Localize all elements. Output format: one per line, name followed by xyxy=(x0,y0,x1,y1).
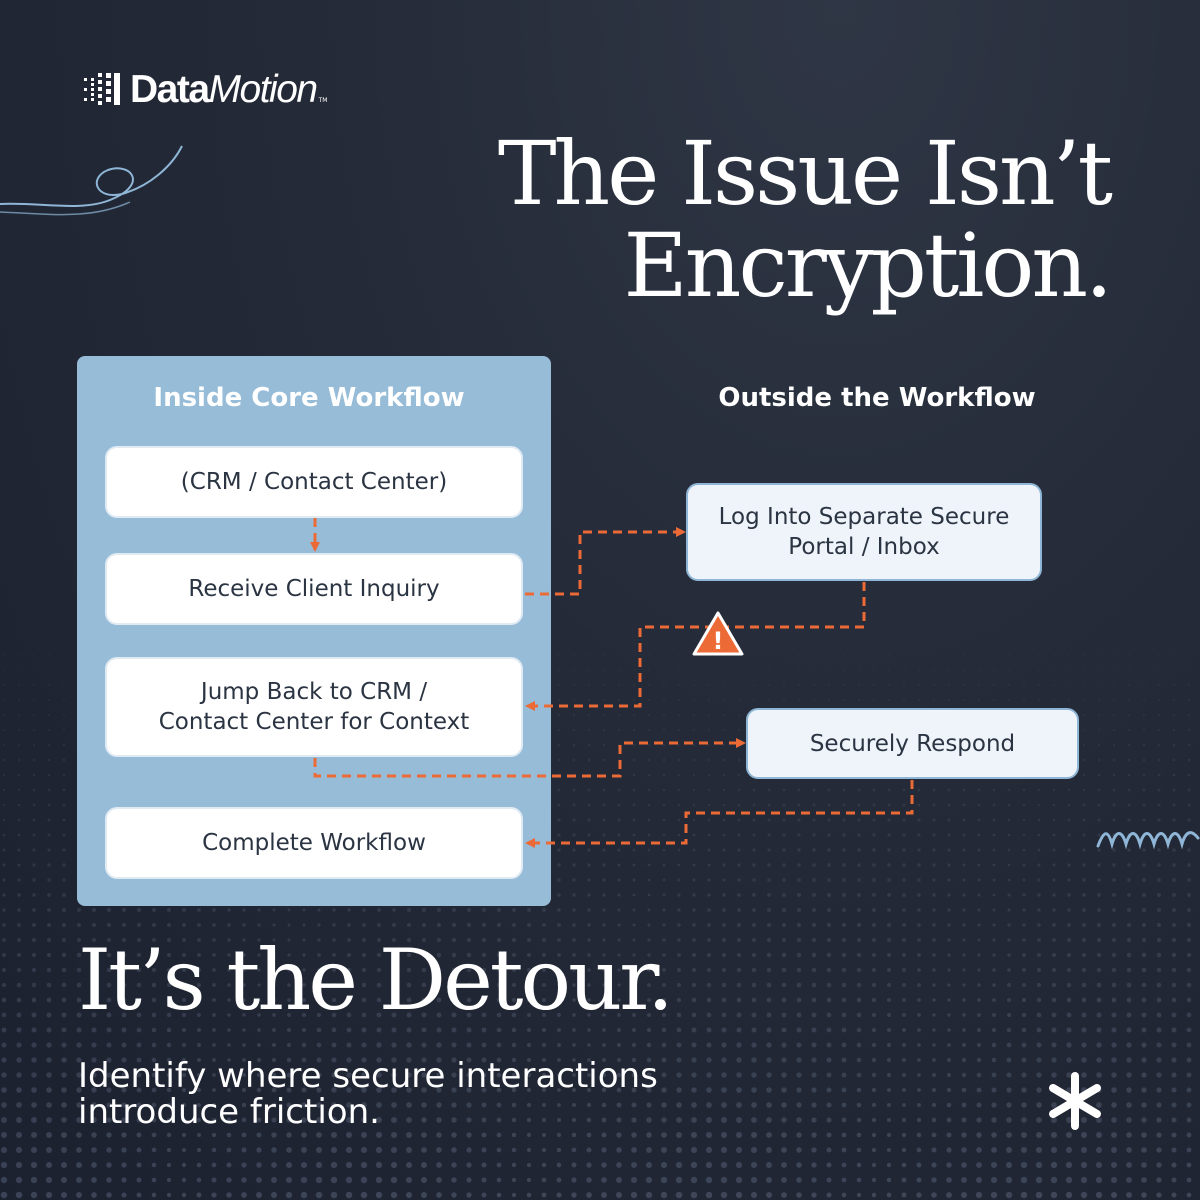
step-receive-client-inquiry: Receive Client Inquiry xyxy=(105,553,523,625)
outside-workflow-title: Outside the Workflow xyxy=(718,383,1036,413)
step-crm-contact-center: (CRM / Contact Center) xyxy=(105,446,523,518)
headline-line-1: The Issue Isn’t xyxy=(497,122,1113,225)
warning-triangle-icon: ! xyxy=(692,611,744,656)
zigzag-line-icon xyxy=(1096,831,1200,850)
tagline: It’s the Detour. xyxy=(78,931,674,1029)
subline-line-2: introduce friction. xyxy=(78,1092,380,1132)
step-respond-label: Securely Respond xyxy=(809,730,1016,757)
dot-grid-logo-icon xyxy=(84,73,120,105)
connector-jump-to-respond xyxy=(313,738,746,778)
connector-receive-to-portal xyxy=(525,527,686,596)
subline: Identify where secure interactions intro… xyxy=(78,1058,838,1130)
headline-line-2: Encryption. xyxy=(623,214,1113,317)
warning-symbol: ! xyxy=(713,627,724,655)
logo-italic-text: Motion xyxy=(208,68,319,111)
step-jump-label: Jump Back to CRM / Contact Center for Con… xyxy=(159,677,470,737)
step-jump-back-to-crm: Jump Back to CRM / Contact Center for Con… xyxy=(105,657,523,757)
step-portal-line-1: Log Into Separate Secure xyxy=(718,504,1010,530)
step-receive-label: Receive Client Inquiry xyxy=(188,576,440,602)
connector-portal-to-jump xyxy=(525,582,866,711)
logo-bold-text: Data xyxy=(130,68,210,111)
step-crm-label: (CRM / Contact Center) xyxy=(180,469,448,495)
swirl-line-icon xyxy=(0,145,183,216)
step-portal-line-2: Portal / Inbox xyxy=(788,534,940,560)
inside-workflow-title: Inside Core Workflow xyxy=(153,383,465,413)
step-complete-label: Complete Workflow xyxy=(202,830,426,856)
asterisk-icon xyxy=(1049,1072,1101,1130)
step-complete-workflow: Complete Workflow xyxy=(105,807,523,879)
step-jump-line-2: Contact Center for Context xyxy=(158,709,470,735)
datamotion-logo: DataMotion TM xyxy=(82,70,327,110)
connector-respond-to-complete xyxy=(525,780,914,848)
headline: The Issue Isn’t Encryption. xyxy=(310,122,1113,317)
subline-line-1: Identify where secure interactions xyxy=(78,1056,658,1096)
logo-wordmark: DataMotion xyxy=(130,68,319,111)
logo-trademark: TM xyxy=(318,97,328,104)
step-jump-line-1: Jump Back to CRM / xyxy=(200,679,428,705)
step-securely-respond: Securely Respond xyxy=(746,708,1079,779)
